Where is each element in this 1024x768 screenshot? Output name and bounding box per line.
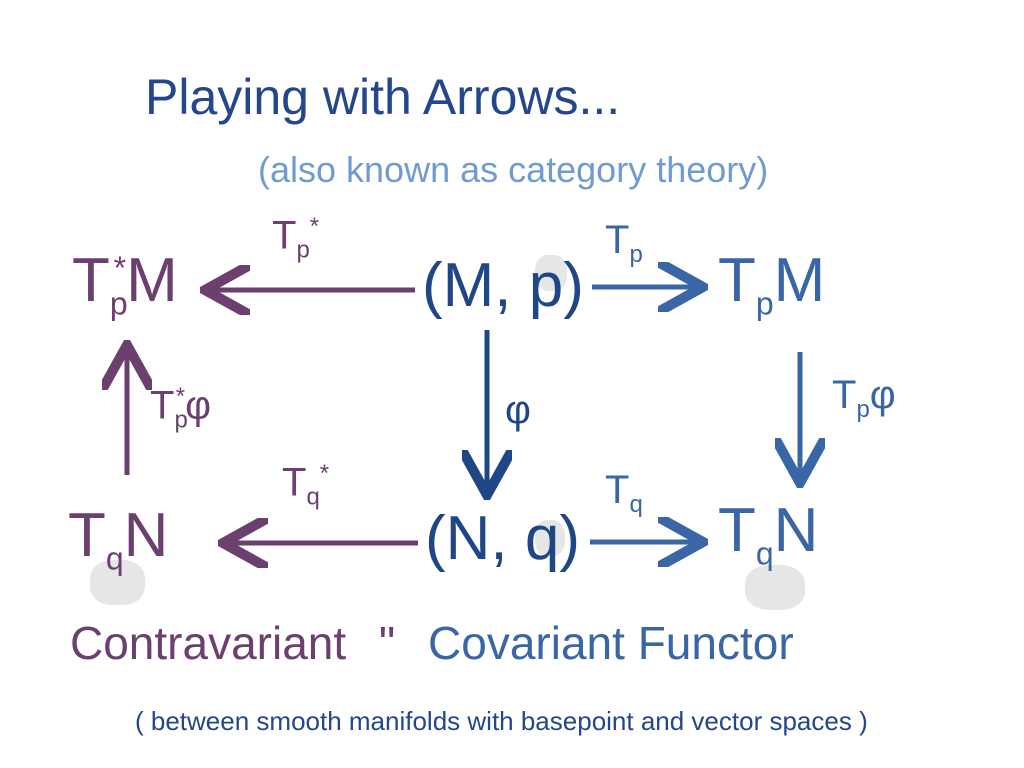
- node-N-q: (N, q): [425, 504, 580, 573]
- label-top-left: Tp*: [272, 213, 320, 264]
- smudge-mark: [90, 560, 145, 605]
- label-left-up: Tp*φ: [150, 383, 212, 434]
- label-bottom-right: Tq: [605, 468, 643, 518]
- subtitle: (also known as category theory): [258, 149, 769, 190]
- smudge-mark: [535, 255, 567, 291]
- footnote: ( between smooth manifolds with basepoin…: [135, 706, 868, 736]
- functor-caption: Contravariant " Covariant Functor: [70, 620, 794, 666]
- node-tangent-space-M: TpM: [718, 246, 826, 322]
- node-M-p: (M, p): [422, 251, 584, 320]
- contravariant-label: Contravariant: [70, 617, 347, 669]
- covariant-functor-label: Covariant Functor: [428, 617, 794, 669]
- label-center-down: φ: [505, 388, 531, 432]
- node-tangent-space-N-right: TqN: [718, 496, 819, 572]
- label-right-down: Tpφ: [832, 373, 896, 423]
- smudge-mark: [745, 565, 805, 610]
- node-tangent-space-N-left: TqN: [68, 501, 169, 577]
- smudge-mark: [535, 520, 565, 556]
- title: Playing with Arrows...: [145, 69, 621, 125]
- node-cotangent-space-M: Tp*M: [72, 246, 178, 322]
- label-bottom-left: Tq*: [282, 460, 330, 511]
- label-top-right: Tp: [605, 218, 643, 268]
- ditto-mark: ": [378, 617, 396, 669]
